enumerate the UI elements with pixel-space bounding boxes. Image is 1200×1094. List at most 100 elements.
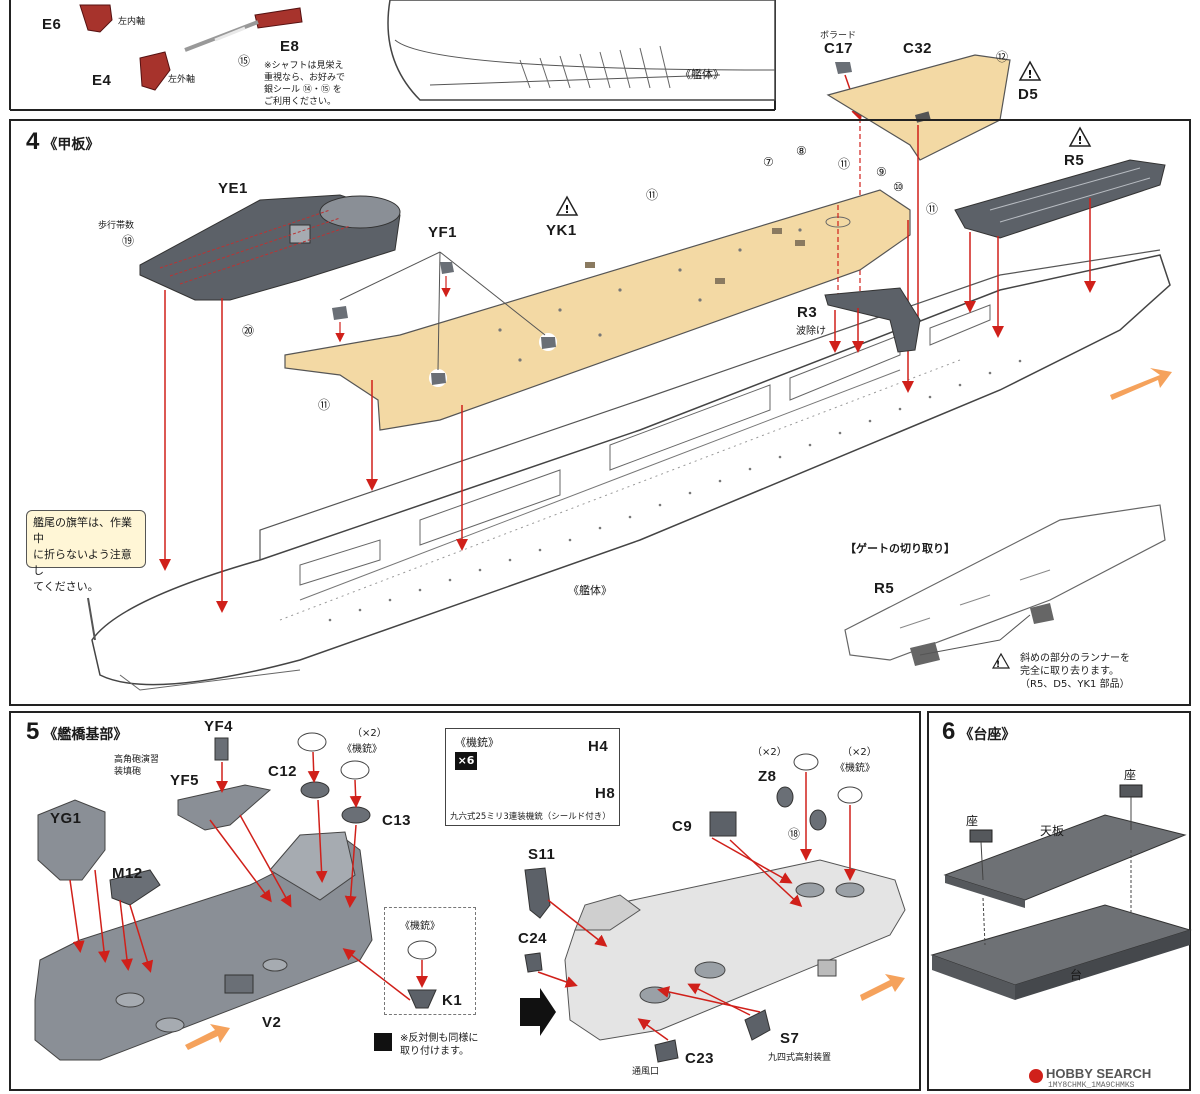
e8-label: E8 — [280, 38, 300, 55]
gate-r5-label: R5 — [874, 580, 895, 597]
m12-label: M12 — [112, 865, 143, 882]
flag-pole-note: 艦尾の旗竿は、作業中 に折らないよう注意し てください。 — [26, 510, 146, 593]
mg-label-a: 《機銃》 — [342, 744, 382, 755]
yf1-label: YF1 — [428, 224, 458, 241]
mirror-icon — [374, 1033, 392, 1051]
c32-deck-part — [826, 54, 1011, 161]
e6-part — [79, 4, 113, 33]
c9-part — [709, 811, 737, 837]
s7-note: 九四式高射装置 — [768, 1053, 832, 1063]
num18-callout: ⑱ — [788, 827, 801, 841]
seat-label-b: 座 — [1124, 768, 1137, 782]
vent-note: 通風口 — [632, 1067, 660, 1077]
yf5-part — [177, 737, 292, 908]
z8-label: Z8 — [758, 768, 777, 785]
c23-label: C23 — [685, 1050, 715, 1067]
warning-icon: ! ! ! — [555, 60, 1092, 216]
right-small-parts — [524, 753, 863, 1063]
seat-label-a: 座 — [966, 814, 979, 828]
hobby-search-logo — [1029, 1069, 1043, 1083]
r3-note: 波除け — [796, 326, 826, 337]
top-strip — [9, 0, 1011, 333]
gate-title: 【ゲートの切り取り】 — [845, 542, 955, 555]
z8-part — [776, 786, 794, 808]
v2-label: V2 — [262, 1014, 282, 1031]
num10-callout: ⑩ — [893, 180, 904, 194]
s7-label: S7 — [780, 1030, 800, 1047]
c13-label: C13 — [382, 812, 412, 829]
c12-label: C12 — [268, 763, 298, 780]
num12-callout: ⑫ — [996, 50, 1009, 64]
c17-part — [835, 62, 852, 74]
hull-label-step4: 《艦体》 — [568, 584, 612, 597]
mg-label-b: 《機銃》 — [400, 921, 440, 932]
walk-note: 歩行帯数 — [98, 221, 135, 231]
num11-callout-d: ⑪ — [318, 398, 331, 412]
c12-part — [297, 732, 330, 883]
e4-label: E4 — [92, 72, 112, 89]
r3-part — [824, 287, 921, 353]
d5-label: D5 — [1018, 86, 1039, 103]
ye1-label: YE1 — [218, 180, 248, 197]
shaft-note: ※シャフトは見栄え 重視なら、お好みで 銀シール ⑭・⑮ を ご利用ください。 — [264, 61, 346, 107]
c9-label: C9 — [672, 818, 693, 835]
c24-part — [524, 952, 543, 973]
step4-heading: 4《甲板》 — [26, 128, 100, 155]
mg-legend-count: ×6 — [455, 752, 477, 770]
e8-part — [254, 7, 303, 29]
watermark-code: 1MY8CHMK_1MA9CHMKS — [1048, 1081, 1135, 1090]
r3-label: R3 — [797, 304, 818, 321]
v2-part — [34, 831, 373, 1061]
bow-direction-arrow — [1110, 368, 1172, 400]
m12-part — [109, 869, 161, 973]
svg-text:!: ! — [1027, 68, 1032, 81]
watermark-brand: HOBBY SEARCH — [1046, 1066, 1152, 1081]
svg-text:!: ! — [996, 660, 1000, 670]
num15-callout: ⑮ — [238, 54, 251, 68]
num11-callout-b: ⑪ — [838, 157, 851, 171]
yf4-part — [214, 737, 229, 761]
yf1-parts — [332, 251, 557, 387]
svg-text:!: ! — [564, 203, 569, 216]
x2-label-a: （×2） — [352, 728, 387, 739]
base-label: 台 — [1070, 968, 1083, 982]
mg-legend-title: 《機銃》 — [455, 736, 499, 749]
c24-label: C24 — [518, 930, 548, 947]
num20-callout: ⑳ — [242, 324, 255, 338]
c17-label: C17 — [824, 40, 854, 57]
mg-legend-box — [445, 728, 620, 826]
e6-label: E6 — [42, 16, 62, 33]
mg-label-c: 《機銃》 — [835, 763, 875, 774]
num7-callout: ⑦ — [763, 155, 774, 169]
mg-legend-note: 九六式25ミリ3連装機銃（シールド付き） — [450, 812, 611, 822]
k1-inset — [384, 907, 476, 1015]
gate-note: 斜めの部分のランナーを 完全に取り去ります。 （R5、D5、YK1 部品） — [1020, 653, 1130, 690]
step5-heading: 5《艦橋基部》 — [26, 718, 128, 745]
h8-label: H8 — [595, 785, 616, 802]
k1-label: K1 — [442, 992, 463, 1009]
yf4-label: YF4 — [204, 718, 234, 735]
yf5-label: YF5 — [170, 772, 200, 789]
num11-callout-c: ⑪ — [926, 202, 939, 216]
ye1-part — [139, 194, 401, 613]
gate-inset: ! — [844, 504, 1166, 670]
stand-parts — [930, 784, 1192, 1000]
mirror-note: ※反対側も同様に 取り付けます。 — [400, 1033, 479, 1057]
bollard-note: ボラード — [820, 31, 857, 41]
arrow-right-icon — [520, 988, 556, 1036]
top-board-label: 天板 — [1040, 824, 1065, 838]
h4-label: H4 — [588, 738, 609, 755]
s11-label: S11 — [528, 846, 556, 863]
e4-note: 左外軸 — [168, 75, 196, 85]
num9-callout: ⑨ — [876, 165, 887, 179]
s11-part — [524, 867, 551, 919]
aa-note: 高角砲演習 装填砲 — [114, 755, 160, 777]
r5-part — [954, 159, 1166, 338]
num19-callout: ⑲ — [122, 234, 135, 248]
hull-label-top: 《艦体》 — [680, 68, 724, 81]
num8-callout: ⑧ — [796, 144, 807, 158]
r5-label: R5 — [1064, 152, 1085, 169]
yk1-label: YK1 — [546, 222, 577, 239]
step4-hull — [87, 249, 1172, 691]
